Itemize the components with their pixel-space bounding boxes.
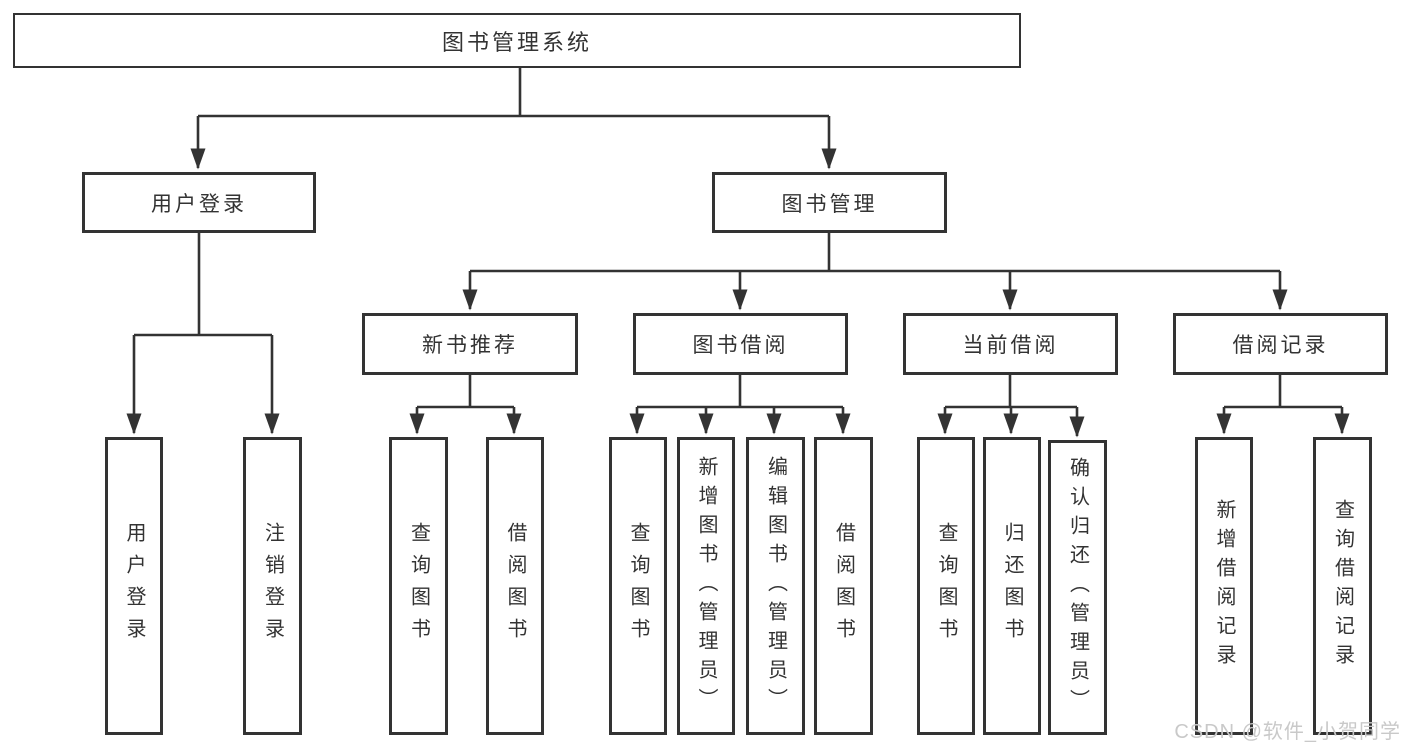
connector-borrow-records-to-leaves [1216, 375, 1350, 435]
node-root-book-management-system: 图书管理系统 [13, 13, 1021, 68]
csdn-watermark: CSDN @软件_小贺同学 [1174, 721, 1401, 743]
leaf-add-books-admin: 新增图书（管理员） [677, 437, 735, 735]
node-current-borrowing: 当前借阅 [903, 313, 1118, 375]
node-new-book-recommend: 新书推荐 [362, 313, 578, 375]
connector-book-borrow-to-leaves [629, 375, 851, 435]
leaf-query-books-1: 查询图书 [389, 437, 448, 735]
connector-current-borrow-to-leaves [937, 375, 1085, 438]
connector-root-to-level2 [190, 68, 837, 170]
node-book-management: 图书管理 [712, 172, 947, 233]
leaf-query-borrow-record: 查询借阅记录 [1313, 437, 1372, 735]
leaf-query-books-3: 查询图书 [917, 437, 975, 735]
connector-new-book-to-leaves [409, 375, 522, 435]
leaf-confirm-return-admin: 确认归还（管理员） [1048, 440, 1107, 735]
node-book-borrowing: 图书借阅 [633, 313, 848, 375]
node-borrowing-records: 借阅记录 [1173, 313, 1388, 375]
node-user-login: 用户登录 [82, 172, 316, 233]
connector-user-login-to-leaves [126, 233, 280, 435]
leaf-user-login: 用户登录 [105, 437, 163, 735]
leaf-add-borrow-record: 新增借阅记录 [1195, 437, 1253, 735]
leaf-logout: 注销登录 [243, 437, 302, 735]
leaf-edit-books-admin: 编辑图书（管理员） [746, 437, 805, 735]
leaf-borrow-books-2: 借阅图书 [814, 437, 873, 735]
leaf-query-books-2: 查询图书 [609, 437, 667, 735]
connector-book-mgmt-to-level3 [462, 233, 1288, 311]
leaf-borrow-books-1: 借阅图书 [486, 437, 544, 735]
leaf-return-books: 归还图书 [983, 437, 1041, 735]
